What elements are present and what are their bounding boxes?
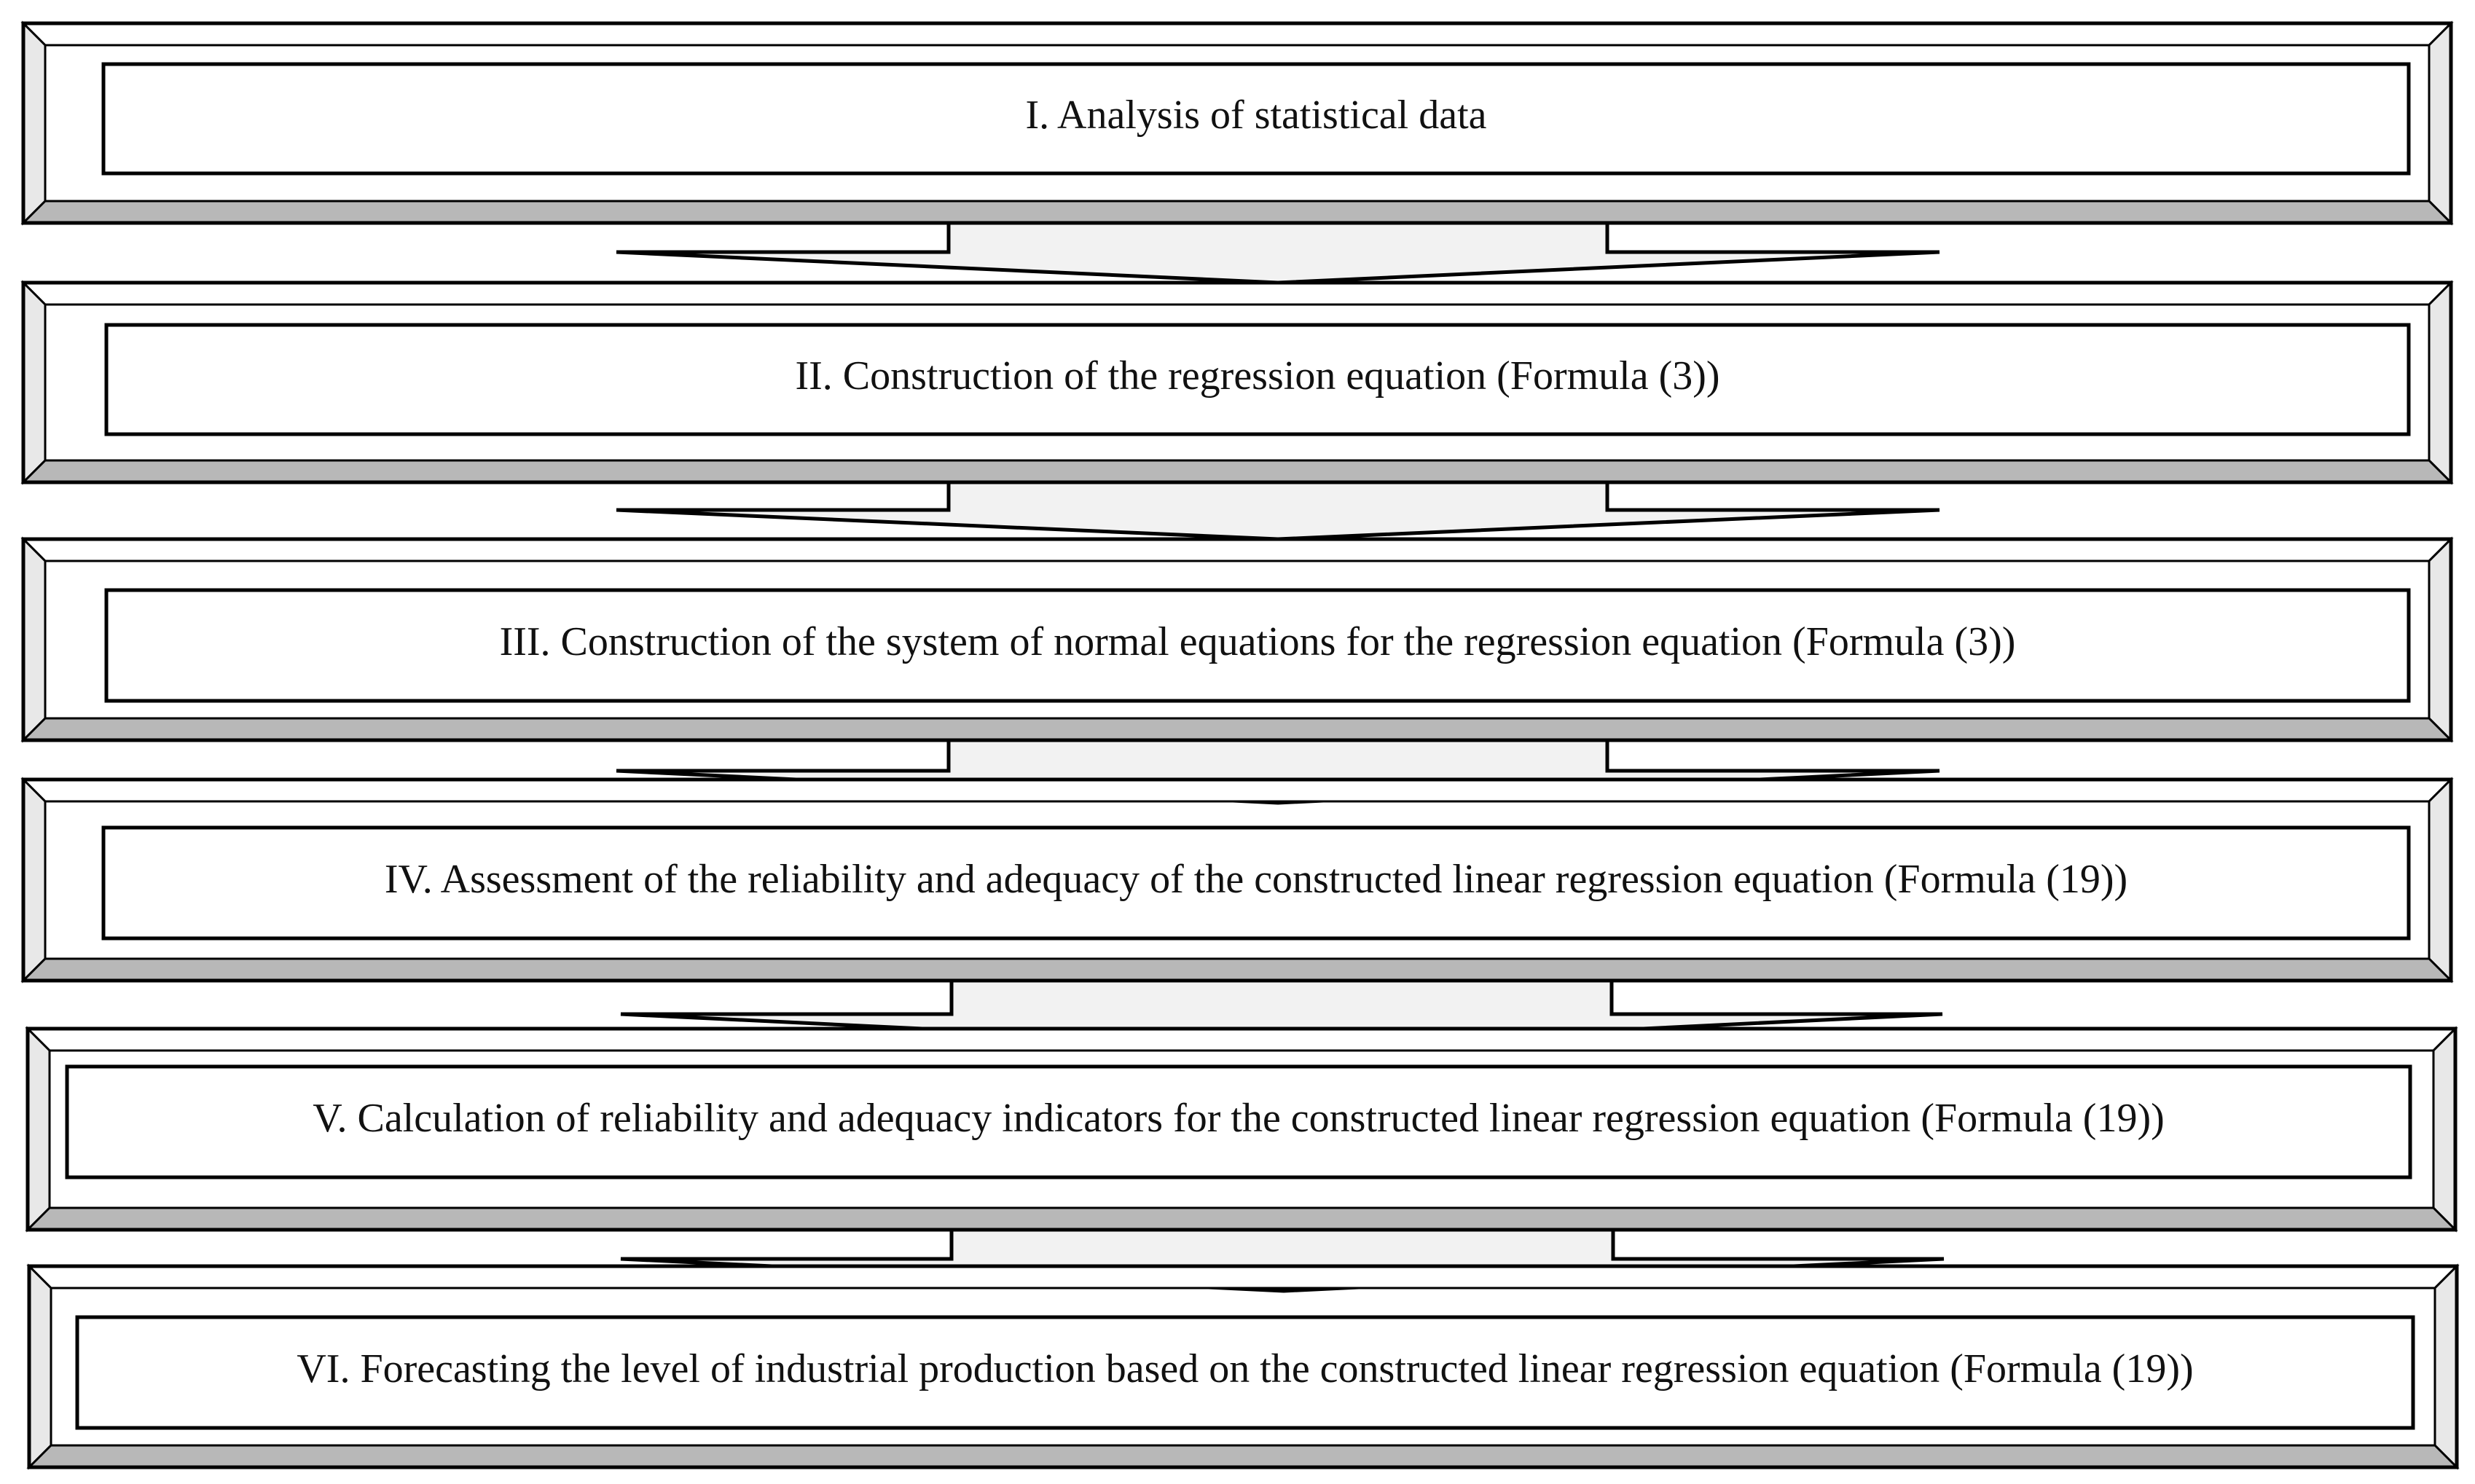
step-box-3: III. Construction of the system of norma… (20, 536, 2454, 743)
step-label-3: III. Construction of the system of norma… (500, 619, 2016, 664)
step-box-6: VI. Forecasting the level of industrial … (26, 1263, 2460, 1470)
step-box-5: V. Calculation of reliability and adequa… (25, 1026, 2458, 1233)
step-box-1: I. Analysis of statistical data (20, 20, 2454, 226)
step-box-2: II. Construction of the regression equat… (20, 280, 2454, 485)
step-label-6: VI. Forecasting the level of industrial … (297, 1346, 2193, 1391)
step-box-4: IV. Assessment of the reliability and ad… (20, 777, 2454, 984)
down-arrow-2 (616, 480, 1940, 541)
down-arrow-1 (616, 221, 1940, 285)
step-label-2: II. Construction of the regression equat… (795, 353, 1719, 399)
step-label-1: I. Analysis of statistical data (1026, 93, 1487, 138)
step-label-5: V. Calculation of reliability and adequa… (313, 1096, 2165, 1141)
step-label-4: IV. Assessment of the reliability and ad… (385, 857, 2127, 902)
